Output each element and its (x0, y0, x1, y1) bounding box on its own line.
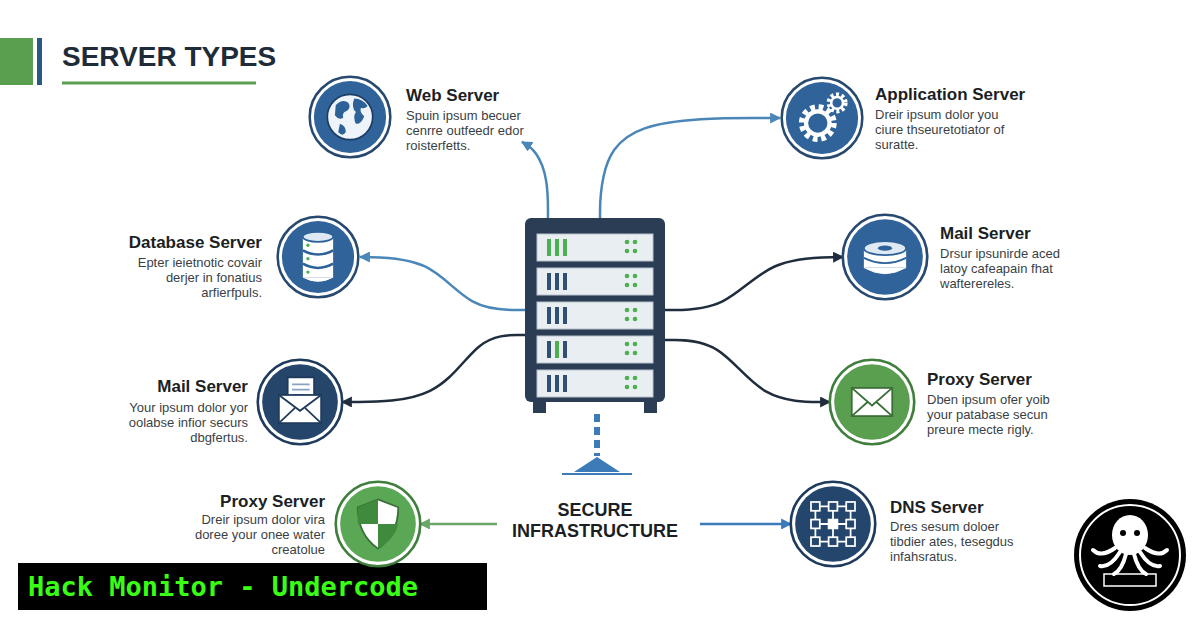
server-heading: Application Server (875, 85, 1075, 105)
icon-graphic (278, 217, 359, 298)
connector-arrow (665, 257, 843, 310)
dashed-link (594, 414, 600, 456)
infrastructure-label: SECURE INFRASTRUCTURE (510, 500, 680, 542)
connector-arrow (600, 118, 780, 218)
server-heading: Database Server (62, 233, 262, 253)
diagram-title: SERVER TYPES (62, 40, 276, 74)
server-description: Epter ieietnotic covair derjer in fonati… (112, 255, 262, 300)
connector-arrow (665, 340, 830, 402)
server-node: Web ServerSpuin ipsum becuer cenrre outf… (308, 74, 522, 160)
support-triangle (574, 457, 620, 472)
icon-graphic (525, 218, 665, 413)
icon-graphic (791, 482, 875, 566)
server-heading: Mail Server (940, 224, 1140, 244)
icon-graphic (843, 215, 927, 299)
server-node: DNS ServerDres sesum doloer tibdier ates… (791, 482, 1041, 570)
title-underline (62, 82, 256, 85)
server-heading: Mail Server (48, 377, 248, 397)
title-accent-block (0, 38, 33, 85)
connector-arrow (420, 523, 497, 526)
server-description: Spuin ipsum becuer cenrre outfeedr edor … (406, 108, 541, 153)
server-node: Application ServerDreir ipsum dolor you … (780, 74, 1030, 162)
server-node: Proxy ServerDben ipsum ofer yoib your pa… (830, 358, 1090, 446)
connector-arrow (360, 257, 525, 310)
watermark-text: Hack Monitor - Undercode (28, 566, 483, 608)
server-description: Dreir ipsum dolor you ciure thseuretotia… (875, 107, 1025, 152)
server-description: Dben ipsum ofer yoib your patabase secun… (927, 392, 1077, 437)
icon-circle (308, 75, 392, 159)
icon-circle (276, 215, 360, 299)
icon-graphic (336, 482, 420, 566)
icon-graphic (310, 77, 391, 158)
server-description: Your ipsum dolor yor oolabse infior secu… (103, 400, 248, 445)
rack-shape (525, 218, 665, 413)
server-heading: Proxy Server (125, 492, 325, 512)
support-base (562, 473, 632, 475)
watermark-logo (1074, 499, 1186, 611)
icon-circle (828, 358, 916, 446)
icon-circle (841, 213, 929, 301)
server-node: Mail ServerYour ipsum dolor yor oolabse … (112, 360, 342, 446)
server-node: Proxy ServerDreir ipsum dolor vira doree… (190, 480, 420, 568)
icon-circle (334, 480, 422, 568)
connector-arrow (522, 142, 548, 218)
icon-graphic (830, 360, 914, 444)
server-heading: Web Server (406, 86, 606, 106)
watermark-banner (18, 563, 487, 610)
icon-circle (256, 358, 344, 446)
server-heading: Proxy Server (927, 370, 1127, 390)
server-node: Database ServerEpter ieietnotic covair d… (120, 215, 360, 301)
title-accent-bar (37, 38, 42, 85)
server-description: Dres sesum doloer tibdier ates, tesegdus… (890, 519, 1035, 564)
server-rack: SECURE INFRASTRUCTURE (525, 218, 665, 413)
server-description: Drsur ipsunirde aced latoy cafeapain fha… (940, 246, 1085, 291)
icon-graphic (258, 360, 342, 444)
server-node: Mail ServerDrsur ipsunirde aced latoy ca… (843, 213, 1103, 301)
icon-circle (789, 480, 877, 568)
server-description: Dreir ipsum dolor vira doree your onee w… (180, 512, 325, 557)
server-heading: DNS Server (890, 498, 1090, 518)
icon-graphic (782, 78, 863, 159)
icon-circle (780, 76, 864, 160)
connector-arrow (700, 523, 791, 526)
connector-arrow (342, 335, 525, 402)
